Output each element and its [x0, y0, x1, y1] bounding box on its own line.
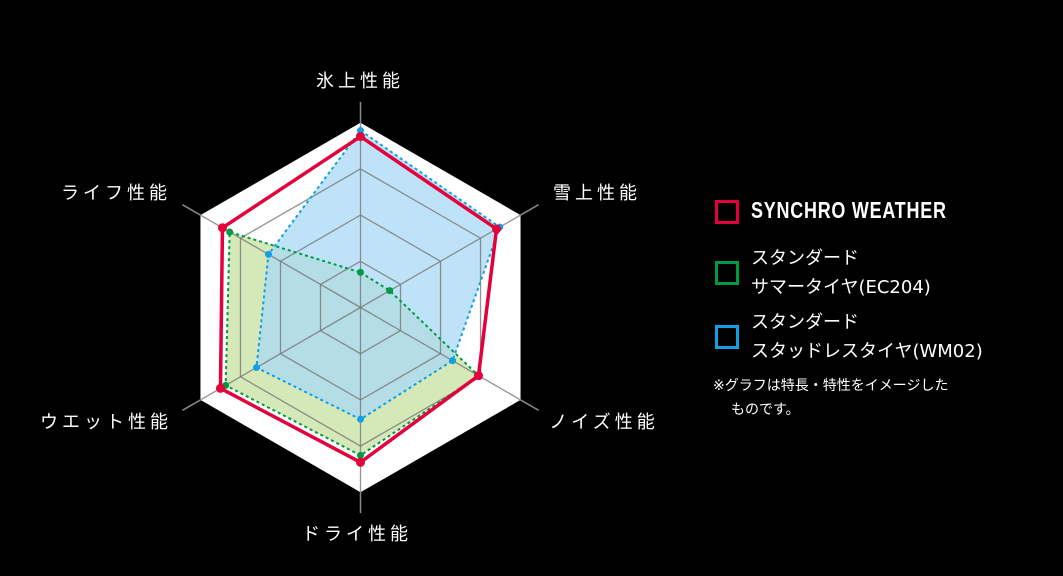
data-point-synchro-weather — [492, 224, 502, 234]
grid-spoke — [360, 306, 521, 401]
data-point-studless — [357, 415, 364, 423]
data-point-studless — [449, 357, 457, 365]
axis-label-noise: ノイズ性能 — [549, 412, 659, 433]
axis-label-ice: 氷上性能 — [316, 71, 404, 92]
data-point-summer — [226, 228, 234, 236]
data-point-synchro-weather — [215, 383, 225, 393]
data-point-summer — [357, 451, 364, 459]
data-point-studless — [357, 127, 364, 135]
legend-label: スタンダード — [751, 248, 859, 269]
legend-label: サマータイヤ(EC204) — [751, 277, 931, 298]
legend-label: スタッドレスタイヤ(WM02) — [751, 341, 983, 362]
data-point-synchro-weather — [474, 371, 484, 381]
axis-label-wet: ウエット性能 — [40, 412, 172, 433]
legend-swatch-blue — [715, 325, 739, 349]
legend-swatch-green — [715, 261, 739, 285]
data-point-studless — [264, 250, 272, 258]
note-line: ものです。 — [731, 402, 800, 418]
series-fill-studless — [256, 130, 500, 420]
data-point-summer — [386, 287, 394, 295]
note-line: ※グラフは特長・特性をイメージした — [713, 378, 949, 394]
legend-swatch-red — [715, 200, 739, 224]
legend-label: スタンダード — [751, 312, 859, 333]
radar-chart — [182, 101, 539, 514]
data-point-synchro-weather — [217, 223, 227, 233]
data-point-synchro-weather — [356, 457, 365, 467]
axis-label-life: ライフ性能 — [61, 183, 171, 204]
axis-label-dry: ドライ性能 — [302, 524, 412, 545]
legend-label: SYNCHRO WEATHER — [751, 197, 947, 223]
data-point-studless — [252, 364, 260, 372]
chart-note: ※グラフは特長・特性をイメージした ものです。 — [713, 374, 1033, 422]
axis-label-snow: 雪上性能 — [553, 183, 641, 204]
data-point-summer — [357, 268, 364, 276]
data-point-synchro-weather — [356, 132, 365, 142]
